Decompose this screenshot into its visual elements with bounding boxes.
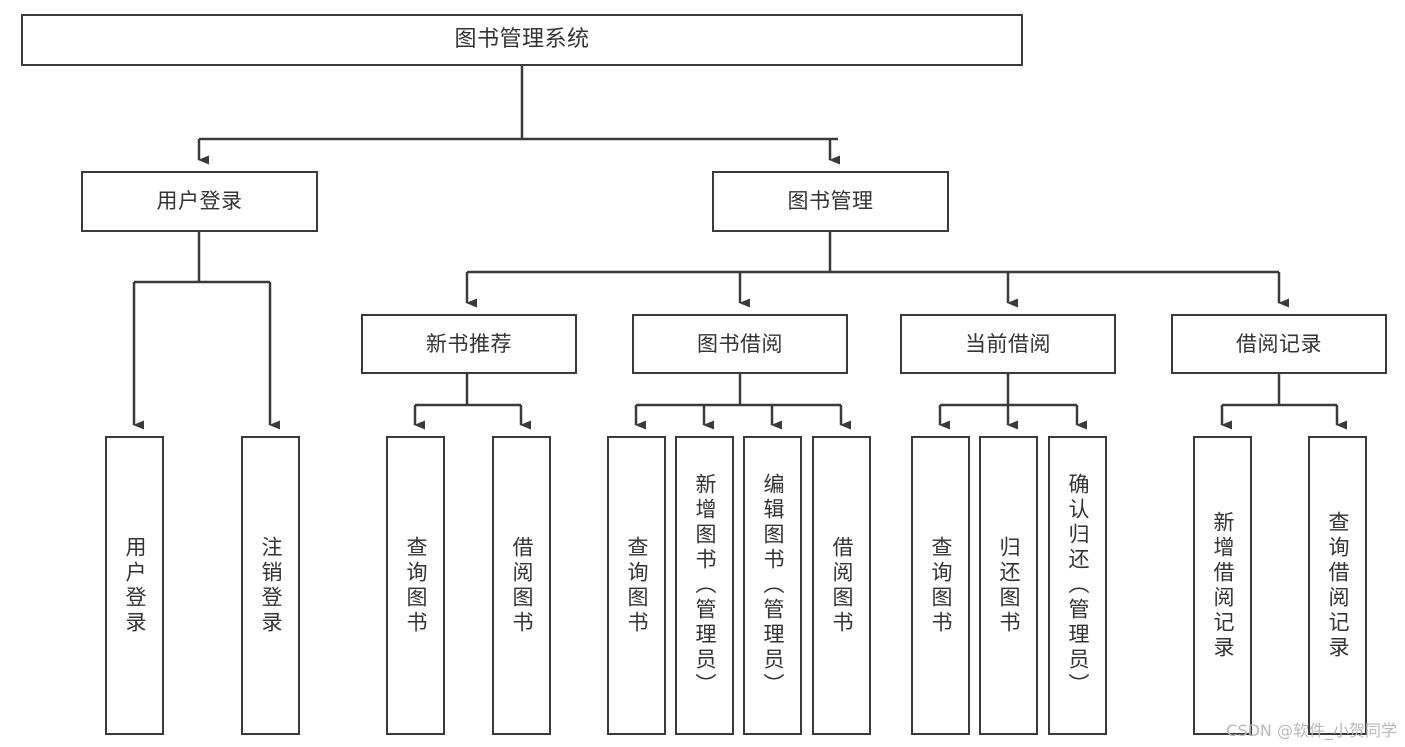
- node-current-borrow[interactable]: 当前借阅: [900, 314, 1116, 374]
- leaf-confirm-return-admin[interactable]: 确认归还（管理员）: [1048, 436, 1107, 735]
- leaf-return-book[interactable]: 归还图书: [979, 436, 1038, 735]
- node-label: 新增借阅记录: [1211, 510, 1235, 661]
- node-label: 借阅图书: [510, 535, 534, 636]
- node-label: 编辑图书（管理员）: [761, 473, 785, 698]
- node-user-login[interactable]: 用户登录: [81, 171, 318, 232]
- node-label: 查询图书: [625, 535, 649, 636]
- leaf-query-book-current[interactable]: 查询图书: [911, 436, 970, 735]
- node-label: 图书管理: [787, 189, 874, 214]
- leaf-borrow-book-new[interactable]: 借阅图书: [492, 436, 551, 735]
- leaf-borrow-book[interactable]: 借阅图书: [812, 436, 871, 735]
- watermark: CSDN @软件_小贺同学: [1226, 721, 1397, 740]
- node-label: 查询图书: [404, 535, 428, 636]
- leaf-query-book-borrow[interactable]: 查询图书: [607, 436, 666, 735]
- node-book-borrow[interactable]: 图书借阅: [632, 314, 848, 374]
- node-label: 查询借阅记录: [1326, 510, 1350, 661]
- node-label: 图书管理系统: [454, 27, 590, 53]
- leaf-query-borrow-record[interactable]: 查询借阅记录: [1308, 436, 1367, 735]
- leaf-edit-book-admin[interactable]: 编辑图书（管理员）: [743, 436, 802, 735]
- node-label: 当前借阅: [965, 331, 1051, 356]
- node-new-book-recommend[interactable]: 新书推荐: [361, 314, 577, 374]
- node-label: 用户登录: [156, 189, 243, 214]
- node-label: 注销登录: [259, 535, 283, 636]
- node-label: 新书推荐: [426, 331, 512, 356]
- leaf-add-borrow-record[interactable]: 新增借阅记录: [1193, 436, 1252, 735]
- node-label: 新增图书（管理员）: [693, 473, 717, 698]
- node-label: 借阅图书: [830, 535, 854, 636]
- node-label: 查询图书: [929, 535, 953, 636]
- leaf-query-book-new[interactable]: 查询图书: [386, 436, 445, 735]
- node-label: 归还图书: [997, 535, 1021, 636]
- node-book-management[interactable]: 图书管理: [712, 171, 949, 232]
- node-root-book-management-system[interactable]: 图书管理系统: [21, 14, 1023, 66]
- node-label: 用户登录: [123, 535, 147, 636]
- leaf-add-book-admin[interactable]: 新增图书（管理员）: [675, 436, 734, 735]
- node-label: 借阅记录: [1236, 331, 1322, 356]
- leaf-logout[interactable]: 注销登录: [241, 436, 300, 735]
- node-label: 确认归还（管理员）: [1066, 473, 1090, 698]
- node-label: 图书借阅: [697, 331, 783, 356]
- leaf-user-login[interactable]: 用户登录: [105, 436, 164, 735]
- node-borrow-record[interactable]: 借阅记录: [1171, 314, 1387, 374]
